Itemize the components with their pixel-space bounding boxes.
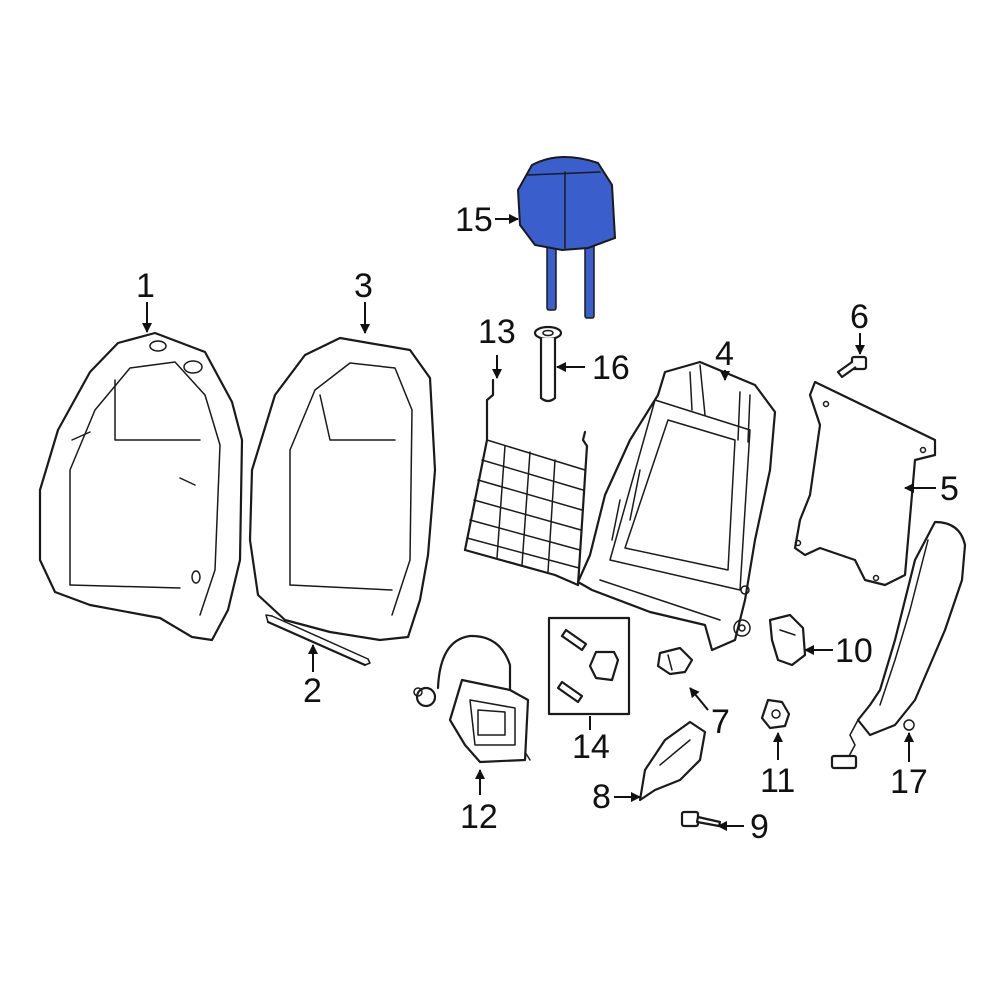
- callout-13: 13: [478, 313, 516, 351]
- callout-3: 3: [354, 267, 373, 305]
- callout-17: 17: [890, 763, 928, 801]
- part-4-seatback-frame[interactable]: [576, 360, 777, 652]
- callout-4: 4: [715, 335, 734, 373]
- callout-14: 14: [572, 728, 610, 766]
- part-2-wire-rod[interactable]: [265, 614, 371, 667]
- callout-5: 5: [940, 470, 959, 508]
- callout-labels: 1 2 3 4 5 6 7 8 9 10 11 12 13 14 15 16 1…: [136, 201, 959, 846]
- part-16-headrest-guide[interactable]: [533, 325, 563, 403]
- leader-lines: [142, 214, 936, 831]
- part-9-screw[interactable]: [680, 810, 722, 828]
- part-13-wire-grid[interactable]: [463, 378, 589, 587]
- part-5-back-panel[interactable]: [793, 380, 937, 587]
- part-1-seatback-cover[interactable]: [38, 331, 244, 642]
- headrest-post-right: [584, 239, 595, 319]
- headrest-post-left: [546, 239, 557, 311]
- part-7-bracket[interactable]: [656, 646, 694, 676]
- part-10-cover-cap[interactable]: [768, 613, 807, 667]
- part-15-headrest[interactable]: [516, 155, 617, 319]
- callout-15: 15: [455, 201, 493, 239]
- callout-11: 11: [760, 762, 795, 800]
- part-11-clip[interactable]: [760, 698, 791, 730]
- headrest-cushion: [516, 155, 617, 252]
- callout-16: 16: [592, 349, 630, 387]
- part-17-side-trim[interactable]: [830, 520, 967, 770]
- part-12-lumbar-support[interactable]: [413, 634, 531, 764]
- callout-1: 1: [136, 267, 155, 305]
- callout-9: 9: [750, 808, 769, 846]
- callout-10: 10: [835, 632, 873, 670]
- part-6-bolt[interactable]: [836, 355, 868, 379]
- callout-6: 6: [850, 298, 869, 336]
- part-14-clip-kit[interactable]: [547, 616, 631, 716]
- callout-12: 12: [460, 798, 498, 836]
- part-8-side-shield[interactable]: [638, 720, 707, 802]
- callout-7: 7: [711, 703, 730, 741]
- part-3-seatback-pad[interactable]: [248, 336, 437, 642]
- callout-8: 8: [592, 778, 611, 816]
- callout-2: 2: [303, 672, 322, 710]
